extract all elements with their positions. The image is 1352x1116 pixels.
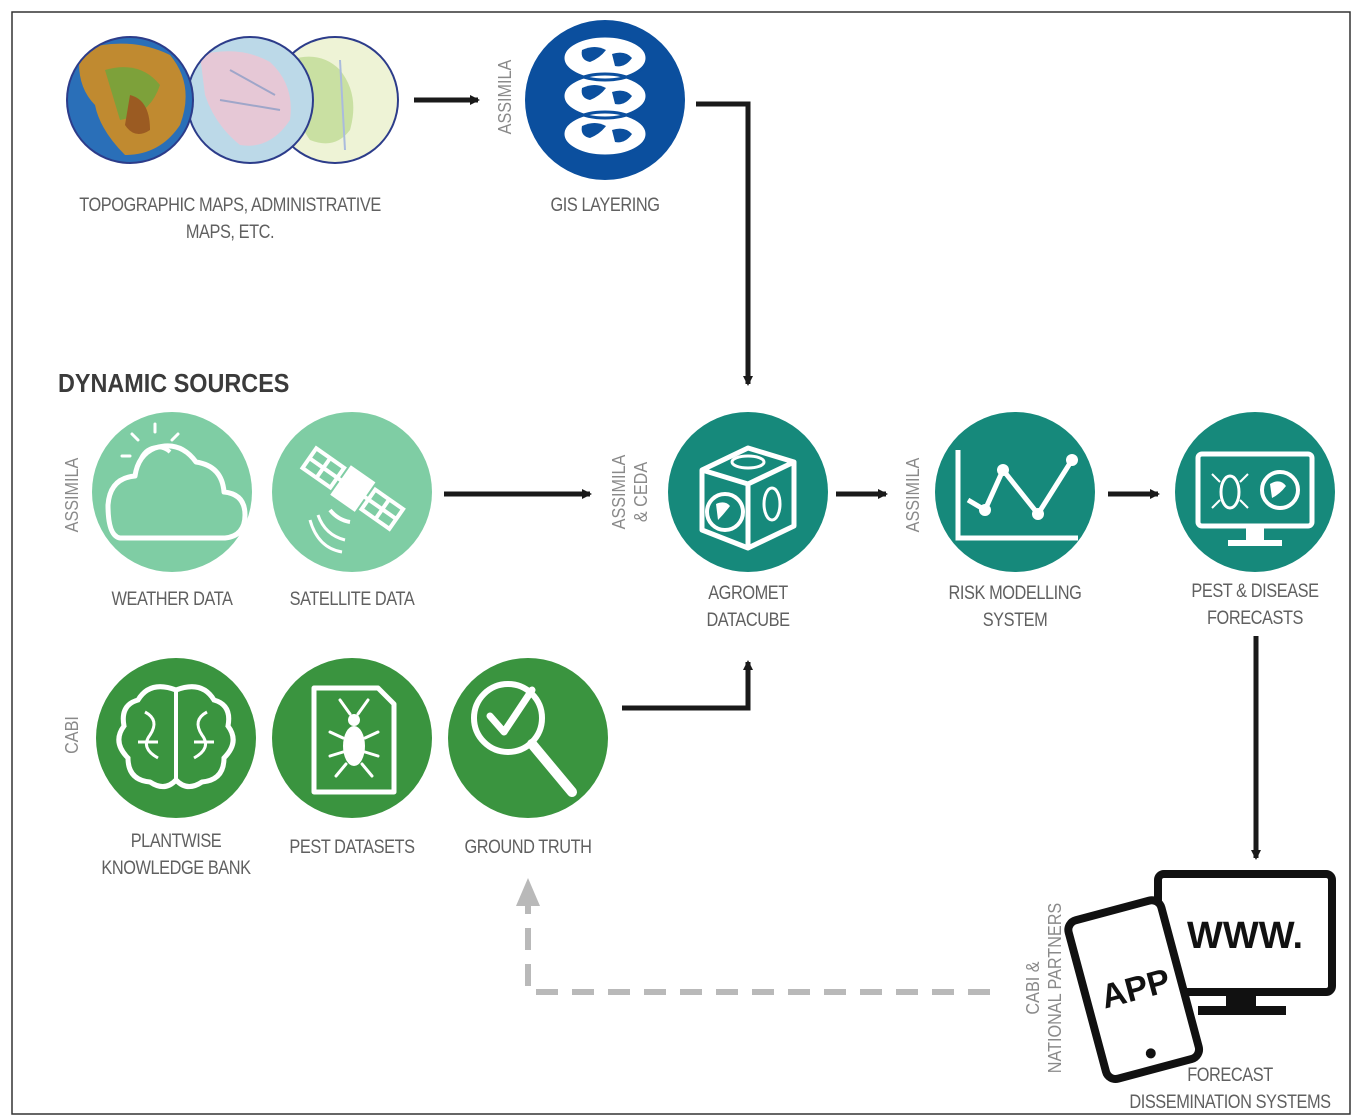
assimila-ceda-label: ASSIMILA & CEDA — [608, 449, 652, 535]
cabi-partners-label: CABI & NATIONAL PARTNERS — [1022, 898, 1066, 1078]
satellite-label: SATELLITE DATA — [275, 586, 430, 613]
ground-label-line1: GROUND TRUTH — [464, 837, 592, 858]
maps-label-line1: TOPOGRAPHIC MAPS, ADMINISTRATIVE — [79, 195, 381, 216]
pest-label-line1: PEST DATASETS — [289, 837, 415, 858]
phone-monitor-icon — [1064, 870, 1336, 1084]
satellite-icon — [272, 412, 432, 572]
plantwise-label-line2: KNOWLEDGE BANK — [101, 858, 251, 879]
plantwise-label: PLANTWISE KNOWLEDGE BANK — [90, 828, 262, 882]
gis-label-line1: GIS LAYERING — [550, 195, 660, 216]
assimila-ceda-line1: ASSIMILA — [609, 454, 629, 530]
assimila-risk-label: ASSIMILA — [903, 457, 923, 533]
weather-label-line1: WEATHER DATA — [111, 589, 233, 610]
globe-administrative — [186, 36, 314, 164]
monitor-bug-icon — [1175, 412, 1335, 572]
outer-border — [11, 11, 1351, 1115]
pest-label: PEST DATASETS — [275, 834, 430, 861]
globe-cube-icon — [668, 412, 828, 572]
cabi-partners-line1: CABI & — [1023, 961, 1043, 1015]
risk-label: RISK MODELLING SYSTEM — [929, 580, 1101, 634]
assimila-gis-label: ASSIMILA — [495, 59, 515, 135]
dissemination-label: FORECAST DISSEMINATION SYSTEMS — [1127, 1062, 1333, 1116]
plantwise-label-line1: PLANTWISE — [130, 831, 222, 852]
forecasts-label: PEST & DISEASE FORECASTS — [1169, 578, 1341, 632]
dashed-feedback-arrow — [516, 878, 990, 995]
cabi-partners-line2: NATIONAL PARTNERS — [1045, 902, 1065, 1074]
dynamic-sources-heading: DYNAMIC SOURCES — [58, 368, 290, 398]
forecasts-label-line2: FORECASTS — [1207, 608, 1303, 629]
satellite-label-line1: SATELLITE DATA — [289, 589, 415, 610]
risk-label-line1: RISK MODELLING — [948, 583, 1082, 604]
assimila-ceda-line2: & CEDA — [631, 461, 651, 523]
gis-label: GIS LAYERING — [519, 192, 691, 219]
brain-icon — [96, 658, 256, 818]
maps-label: TOPOGRAPHIC MAPS, ADMINISTRATIVE MAPS, E… — [67, 192, 394, 246]
magnifier-check-icon — [448, 658, 608, 818]
cloud-sun-icon — [92, 412, 252, 572]
arrow-gis-to-datacube — [696, 101, 753, 386]
datacube-label: AGROMET DATACUBE — [671, 580, 826, 634]
gis-layers-icon — [525, 20, 685, 180]
datacube-label-line1: AGROMET — [708, 583, 788, 604]
forecasts-label-line1: PEST & DISEASE — [1191, 581, 1319, 602]
globe-maps-icon — [66, 36, 399, 164]
globe-physical — [66, 36, 194, 164]
line-chart-icon — [935, 412, 1095, 572]
assimila-weather-label: ASSIMILA — [62, 457, 82, 533]
document-bug-icon — [272, 658, 432, 818]
dissemination-label-line1: FORECAST — [1187, 1065, 1273, 1086]
weather-label: WEATHER DATA — [95, 586, 250, 613]
arrow-cabi-to-datacube — [622, 660, 753, 711]
datacube-label-line2: DATACUBE — [706, 610, 790, 631]
maps-label-line2: MAPS, ETC. — [185, 222, 275, 243]
dissemination-label-line2: DISSEMINATION SYSTEMS — [1129, 1092, 1331, 1113]
www-text: WWW. — [1187, 915, 1303, 957]
risk-label-line2: SYSTEM — [982, 610, 1048, 631]
ground-label: GROUND TRUTH — [451, 834, 606, 861]
flow-arrows — [414, 95, 1261, 860]
cabi-label: CABI — [62, 716, 82, 754]
